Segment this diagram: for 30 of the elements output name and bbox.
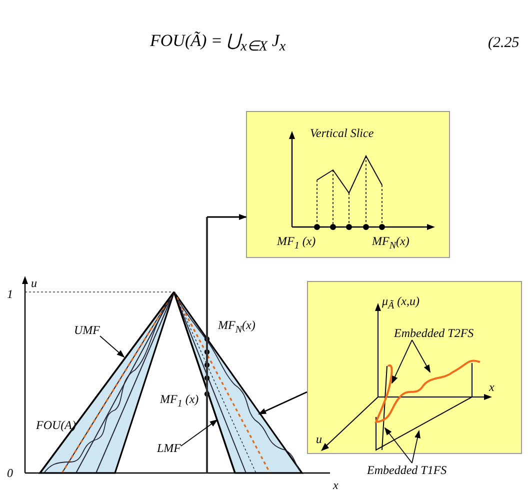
inset-panel [246, 111, 450, 258]
axis-label: u [316, 432, 322, 446]
axis-label: μ$_{Ã}$ (x,u) [382, 294, 420, 314]
axis-label: x [333, 478, 338, 490]
callout-label: LMF [157, 441, 181, 455]
panel-title: Vertical Slice [310, 126, 374, 140]
arrow [258, 391, 308, 415]
callout-label: Embedded T2FS [394, 326, 474, 340]
leader-line [384, 427, 412, 464]
curve-label: MF$_{1}$ (x) [160, 392, 199, 412]
callout-label: UMF [74, 323, 100, 337]
tick-label: 1 [7, 287, 13, 301]
leader-line [412, 430, 420, 464]
tick-label: 0 [7, 466, 13, 480]
vertical-slice-line [206, 217, 208, 473]
arrow [207, 214, 247, 220]
axis-label: x [489, 380, 494, 394]
equation: FOU(Ã) = ⋃$_{x∈X}$ J$_{x}$ [150, 34, 286, 54]
inset-panel [307, 281, 522, 454]
curve-label: MF$_{N}$(x) [218, 318, 256, 338]
axis-label: u [31, 276, 37, 290]
callout-label: Embedded T1FS [367, 463, 447, 477]
leader-line [392, 340, 412, 384]
curve-label: FOU(A) [36, 418, 76, 432]
leader-line [412, 340, 430, 373]
leader-line [100, 336, 125, 358]
equation-number: (2.25 [488, 36, 520, 50]
axis-label: MF$_{N}$(x) [372, 234, 410, 254]
axis-label: MF$_{1}$ (x) [277, 234, 316, 254]
leader-line [180, 419, 218, 446]
